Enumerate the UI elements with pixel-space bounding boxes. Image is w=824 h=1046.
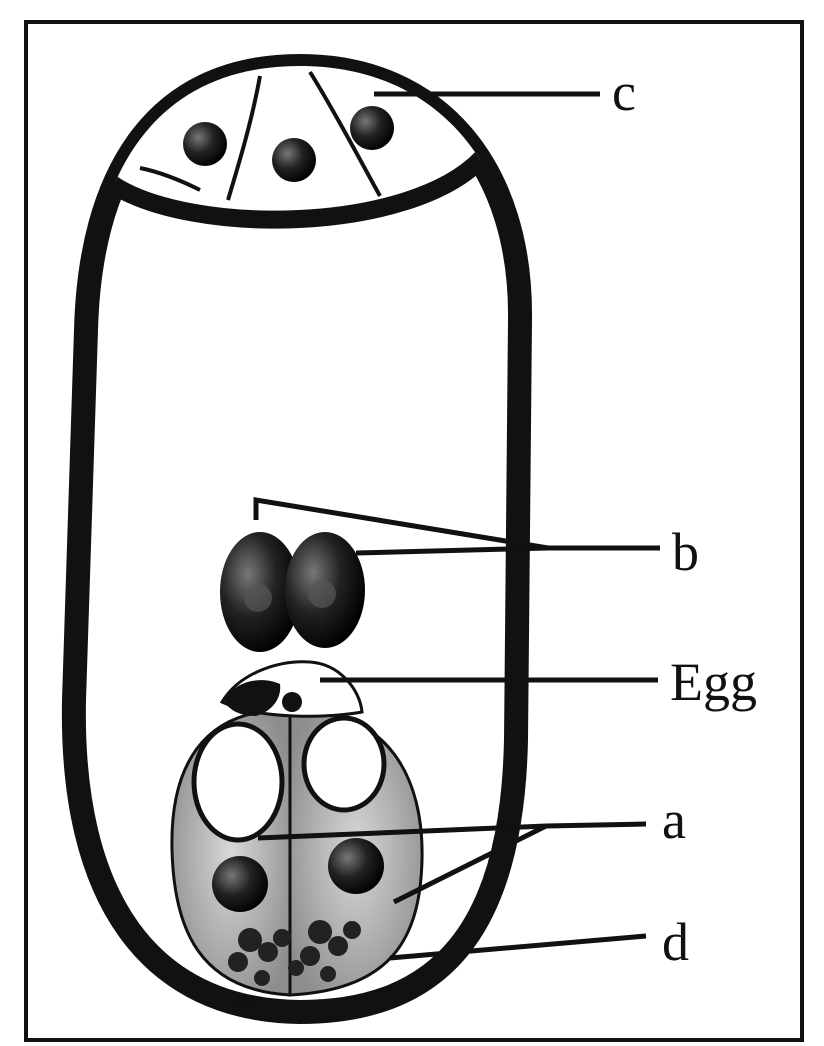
synergid-nucleus-right xyxy=(328,838,384,894)
label-d: d xyxy=(662,912,689,972)
synergid-nucleus-left xyxy=(212,856,268,912)
antipodal-nucleus-left xyxy=(183,122,227,166)
antipodal-nucleus-middle xyxy=(272,138,316,182)
label-a: a xyxy=(662,790,686,850)
antipodal-cells xyxy=(110,40,482,220)
label-b: b xyxy=(672,522,699,582)
synergid-vacuole-right xyxy=(304,718,384,810)
label-c: c xyxy=(612,62,636,122)
antipodal-nucleus-right xyxy=(350,106,394,150)
label-egg: Egg xyxy=(670,652,757,712)
synergid-vacuole-left xyxy=(194,724,282,840)
